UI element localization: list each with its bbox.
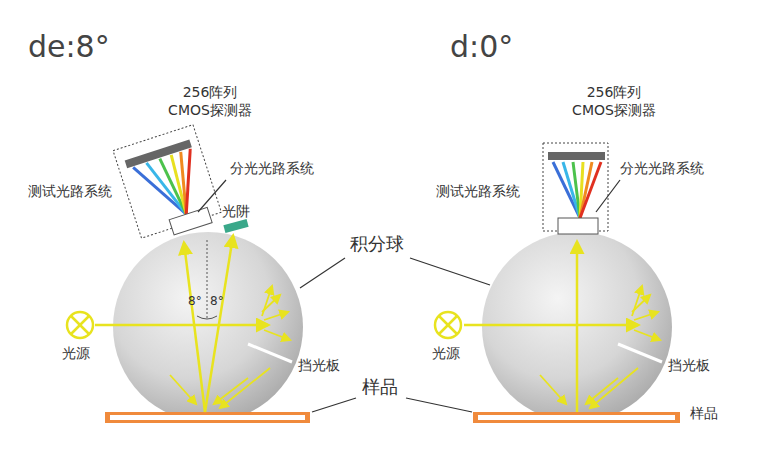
light-trap-label: 光阱	[222, 203, 250, 221]
optics-label: 测试光路系统	[436, 183, 520, 201]
dispersion-label: 分光光路系统	[620, 160, 704, 178]
sample-label: 样品	[362, 376, 398, 399]
sample	[105, 412, 310, 423]
baffle-label: 挡光板	[668, 357, 710, 375]
sample-label: 样品	[690, 405, 718, 423]
baffle	[618, 344, 662, 362]
angle-label: 8°	[188, 294, 202, 309]
leader-line	[198, 180, 620, 412]
baffle-label: 挡光板	[298, 357, 340, 375]
optics-label: 测试光路系统	[28, 183, 112, 201]
panel-title: de:8°	[28, 28, 110, 66]
integrating-sphere	[113, 232, 303, 422]
light-source	[67, 312, 93, 338]
light-trap	[223, 219, 248, 233]
detector-label: 256阵列 CMOS探测器	[564, 84, 664, 119]
integrating-sphere	[482, 232, 672, 422]
detector-label: 256阵列 CMOS探测器	[160, 84, 260, 119]
angle-label: 8°	[210, 294, 224, 309]
test-optics	[113, 125, 223, 245]
baffle	[248, 344, 292, 362]
sample	[473, 412, 680, 423]
light-source-label: 光源	[432, 345, 460, 363]
test-optics	[543, 143, 608, 234]
light-source-label: 光源	[62, 345, 90, 363]
panel-title: d:0°	[450, 28, 513, 66]
light-source	[435, 312, 461, 338]
sphere-label: 积分球	[350, 233, 404, 256]
dispersion-label: 分光光路系统	[230, 160, 314, 178]
